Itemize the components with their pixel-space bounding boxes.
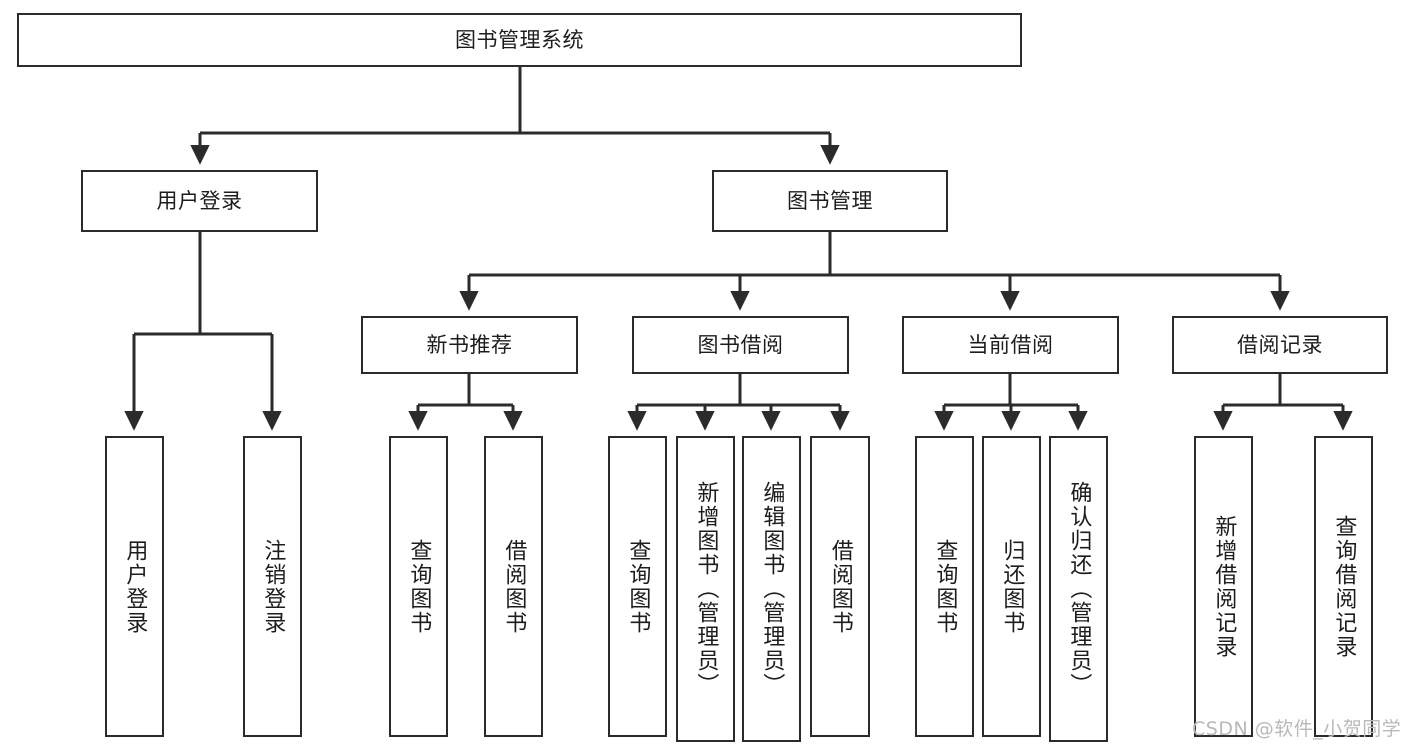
node-leaf-confirm-return-label: 确认归还（管理员） xyxy=(1066,481,1092,697)
node-leaf-query-book-2[interactable]: 查询图书 xyxy=(608,436,667,737)
node-leaf-logout-login-label: 注销登录 xyxy=(260,538,286,635)
node-leaf-query-book-3-label: 查询图书 xyxy=(932,538,958,635)
node-leaf-query-book-1[interactable]: 查询图书 xyxy=(389,436,448,737)
node-new-book-rec[interactable]: 新书推荐 xyxy=(361,316,578,374)
node-leaf-borrow-book-2-label: 借阅图书 xyxy=(827,538,853,635)
node-leaf-borrow-book-1[interactable]: 借阅图书 xyxy=(484,436,543,737)
node-leaf-user-login-label: 用户登录 xyxy=(122,538,148,635)
node-leaf-edit-book[interactable]: 编辑图书（管理员） xyxy=(742,436,801,742)
node-leaf-query-record-label: 查询借阅记录 xyxy=(1331,514,1357,659)
node-leaf-borrow-book-1-label: 借阅图书 xyxy=(501,538,527,635)
node-leaf-borrow-book-2[interactable]: 借阅图书 xyxy=(810,436,870,737)
node-leaf-return-book[interactable]: 归还图书 xyxy=(982,436,1041,737)
node-user-login[interactable]: 用户登录 xyxy=(81,170,318,232)
node-user-login-label: 用户登录 xyxy=(156,188,243,213)
node-leaf-return-book-label: 归还图书 xyxy=(999,538,1025,635)
node-book-borrow-label: 图书借阅 xyxy=(697,332,784,357)
node-borrow-record-label: 借阅记录 xyxy=(1237,332,1323,357)
node-book-manage-label: 图书管理 xyxy=(787,188,873,213)
node-root[interactable]: 图书管理系统 xyxy=(17,13,1022,67)
node-leaf-user-login[interactable]: 用户登录 xyxy=(105,436,164,737)
node-leaf-add-record[interactable]: 新增借阅记录 xyxy=(1194,436,1253,737)
node-book-manage[interactable]: 图书管理 xyxy=(712,170,948,232)
node-book-borrow[interactable]: 图书借阅 xyxy=(632,316,849,374)
node-leaf-query-record[interactable]: 查询借阅记录 xyxy=(1314,436,1373,737)
node-leaf-query-book-1-label: 查询图书 xyxy=(406,538,432,635)
node-leaf-confirm-return[interactable]: 确认归还（管理员） xyxy=(1049,436,1108,742)
node-current-borrow-label: 当前借阅 xyxy=(967,332,1054,357)
node-leaf-add-book-label: 新增图书（管理员） xyxy=(693,481,719,697)
watermark: CSDN @软件_小贺同学 xyxy=(1192,718,1402,740)
node-leaf-add-book[interactable]: 新增图书（管理员） xyxy=(676,436,735,742)
node-new-book-rec-label: 新书推荐 xyxy=(426,332,513,357)
node-borrow-record[interactable]: 借阅记录 xyxy=(1172,316,1388,374)
node-root-label: 图书管理系统 xyxy=(455,27,584,52)
node-leaf-logout-login[interactable]: 注销登录 xyxy=(243,436,302,737)
node-leaf-edit-book-label: 编辑图书（管理员） xyxy=(759,481,785,697)
node-leaf-query-book-3[interactable]: 查询图书 xyxy=(915,436,974,737)
node-leaf-query-book-2-label: 查询图书 xyxy=(625,538,651,635)
node-current-borrow[interactable]: 当前借阅 xyxy=(902,316,1119,374)
node-leaf-add-record-label: 新增借阅记录 xyxy=(1211,514,1237,659)
